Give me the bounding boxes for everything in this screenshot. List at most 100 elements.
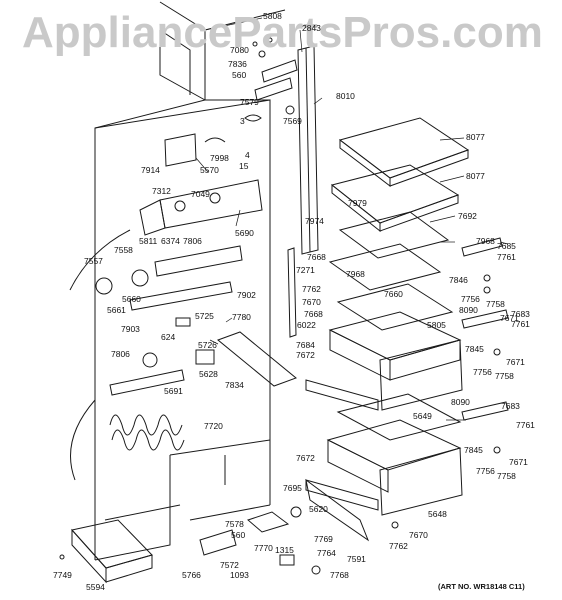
part-label: 5725 — [195, 311, 214, 321]
part-label: 7683 — [511, 309, 530, 319]
part-label: 7758 — [497, 471, 516, 481]
part-label: 7683 — [501, 401, 520, 411]
part-label: 7761 — [511, 319, 530, 329]
part-label: 7671 — [506, 357, 525, 367]
part-label: 7756 — [461, 294, 480, 304]
part-label: 7670 — [302, 297, 321, 307]
part-label: 7671 — [500, 313, 519, 323]
bottom-hinge-parts — [199, 478, 370, 575]
part-label: 7312 — [152, 186, 171, 196]
part-label: 7271 — [296, 265, 315, 275]
part-label: 8010 — [336, 91, 355, 101]
part-label: 6374 — [161, 236, 180, 246]
part-label: 7834 — [225, 380, 244, 390]
part-label: 5808 — [263, 11, 282, 21]
cabinet-side-wall — [159, 29, 206, 101]
part-label: 7845 — [464, 445, 483, 455]
heater-coil — [109, 369, 185, 451]
part-label: 8090 — [451, 397, 470, 407]
part-label: 560 — [232, 70, 247, 80]
part-label: 7692 — [458, 211, 477, 221]
part-label: 7668 — [304, 309, 323, 319]
part-label: 7579 — [240, 97, 259, 107]
part-label: 7684 — [296, 340, 315, 350]
part-label: 7080 — [230, 45, 249, 55]
part-label: 7762 — [389, 541, 408, 551]
part-label: 5594 — [86, 582, 105, 592]
part-label: 5766 — [182, 570, 201, 580]
part-label: 7770 — [254, 543, 273, 553]
part-label: 5661 — [107, 305, 126, 315]
drawer-upper — [328, 311, 463, 411]
part-label: 5628 — [199, 369, 218, 379]
part-label: 7572 — [220, 560, 239, 570]
slide-rails-left — [305, 379, 379, 511]
part-label: 7998 — [210, 153, 229, 163]
part-label: 7720 — [204, 421, 223, 431]
part-label: 7768 — [330, 570, 349, 580]
mullion-rail — [297, 45, 319, 255]
part-label: 5570 — [200, 165, 219, 175]
part-label: 7049 — [191, 189, 210, 199]
part-label: 7660 — [384, 289, 403, 299]
shelf-rail-rod — [287, 247, 297, 338]
part-label: 15 — [239, 161, 249, 171]
part-label: 5648 — [428, 509, 447, 519]
part-label: 7672 — [296, 350, 315, 360]
control-housing — [129, 179, 263, 311]
part-label: 6022 — [297, 320, 316, 330]
glass-shelf-2 — [330, 164, 460, 233]
part-label: 4 — [245, 150, 250, 160]
part-label: 7806 — [111, 349, 130, 359]
part-label: 5690 — [235, 228, 254, 238]
watermark-logo: AppliancePartsPros.com — [22, 8, 543, 57]
part-label: 7761 — [497, 252, 516, 262]
drip-tray — [71, 519, 153, 584]
part-label: 7695 — [283, 483, 302, 493]
part-label: 5691 — [164, 386, 183, 396]
part-label: 5726 — [198, 340, 217, 350]
part-label: 7762 — [302, 284, 321, 294]
control-knobs — [95, 269, 215, 368]
part-label: 5805 — [427, 320, 446, 330]
thermostat-box — [164, 133, 226, 167]
part-label: 7761 — [516, 420, 535, 430]
part-label: 7685 — [497, 241, 516, 251]
part-label: 7758 — [486, 299, 505, 309]
part-label: 7578 — [225, 519, 244, 529]
part-label: 7749 — [53, 570, 72, 580]
part-label: 7569 — [283, 116, 302, 126]
part-label: 5649 — [413, 411, 432, 421]
part-label: 7764 — [317, 548, 336, 558]
part-label: 7902 — [237, 290, 256, 300]
art-number: (ART NO. WR18148 C11) — [438, 582, 525, 591]
air-deflector — [217, 331, 297, 387]
part-label: 5660 — [122, 294, 141, 304]
part-label: 8077 — [466, 132, 485, 142]
wall-background — [69, 229, 131, 481]
part-label: 7903 — [121, 324, 140, 334]
drawer-lower — [326, 419, 463, 516]
part-label: 7769 — [314, 534, 333, 544]
part-label: 7758 — [495, 371, 514, 381]
part-label: 7979 — [348, 198, 367, 208]
part-label: 7968 — [346, 269, 365, 279]
part-label: 7670 — [409, 530, 428, 540]
part-label: 7836 — [228, 59, 247, 69]
part-label: 7974 — [305, 216, 324, 226]
part-label: 1315 — [275, 545, 294, 555]
part-label: 7780 — [232, 312, 251, 322]
part-label: 5620 — [309, 504, 328, 514]
part-label: 7557 — [84, 256, 103, 266]
part-label: 624 — [161, 332, 176, 342]
glass-shelf-1 — [338, 117, 470, 188]
part-label: 8090 — [459, 305, 478, 315]
part-label: 3 — [240, 116, 245, 126]
part-label: 7756 — [473, 367, 492, 377]
drawer-cover-mid — [336, 393, 462, 441]
part-label: 7968 — [476, 236, 495, 246]
part-label: 7914 — [141, 165, 160, 175]
top-hinge-parts — [244, 50, 298, 122]
part-label: 7806 — [183, 236, 202, 246]
